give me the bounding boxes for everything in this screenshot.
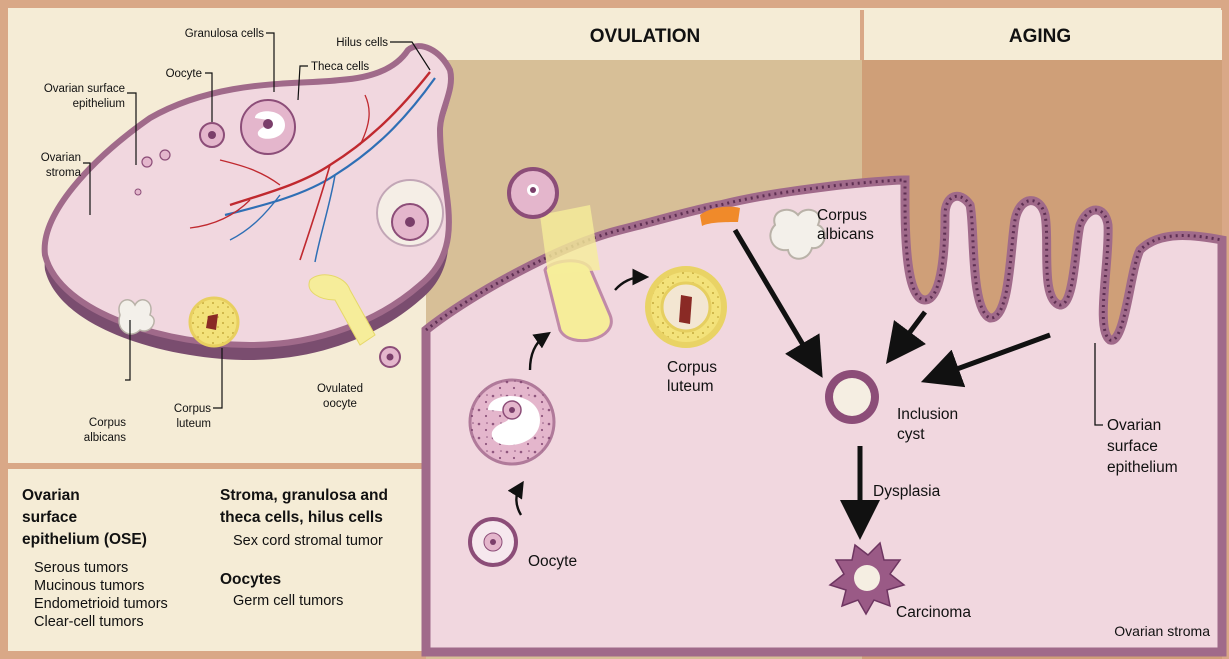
luteum-small-label-1: Corpus xyxy=(174,403,211,415)
inclusion-cyst xyxy=(825,370,879,424)
key-ose-item-3: Endometrioid tumors xyxy=(34,596,168,612)
stroma-small-label-1: Ovarian xyxy=(41,152,81,164)
luteum-small-label-2: luteum xyxy=(176,418,211,430)
ose-small-label-2: epithelium xyxy=(73,98,125,110)
aging-header: AGING xyxy=(1009,26,1071,47)
stroma-small-label-2: stroma xyxy=(46,167,82,179)
ose-main-label-1: Ovarian xyxy=(1107,417,1161,434)
ose-main-label-2: surface xyxy=(1107,438,1158,455)
key-ose-item-2: Mucinous tumors xyxy=(34,578,144,594)
key-ose-item-1: Serous tumors xyxy=(34,560,128,576)
hilus-cells-label: Hilus cells xyxy=(336,37,388,49)
albicans-small-label-1: Corpus xyxy=(89,417,126,429)
key-stromal-title-1: Stroma, granulosa and xyxy=(220,487,388,504)
corpus-albicans-label-1: Corpus xyxy=(817,207,867,224)
key-ose-item-4: Clear-cell tumors xyxy=(34,614,144,630)
key-ose-title-2: surface xyxy=(22,509,78,526)
ose-main-label-3: epithelium xyxy=(1107,459,1178,476)
ovulated-label-2: oocyte xyxy=(323,398,357,410)
dysplasia-label: Dysplasia xyxy=(873,483,941,500)
key-ose-title-1: Ovarian xyxy=(22,487,80,504)
corpus-luteum-main xyxy=(648,269,724,345)
carcinoma-label: Carcinoma xyxy=(896,604,971,621)
corpus-albicans-label-2: albicans xyxy=(817,226,874,243)
oocyte-cell xyxy=(470,519,516,565)
ovulated-label-1: Ovulated xyxy=(317,383,363,395)
theca-cells-label: Theca cells xyxy=(311,61,369,73)
oocyte-label: Oocyte xyxy=(528,553,577,570)
key-stromal-title-2: theca cells, hilus cells xyxy=(220,509,383,526)
corpus-luteum-label-2: luteum xyxy=(667,378,714,395)
key-oocytes-title: Oocytes xyxy=(220,571,281,588)
granulosa-cells-label: Granulosa cells xyxy=(185,28,265,40)
oocyte-small-label: Oocyte xyxy=(166,68,202,80)
inclusion-cyst-label-1: Inclusion xyxy=(897,406,958,423)
key-oocytes-item: Germ cell tumors xyxy=(233,593,343,609)
inclusion-cyst-label-2: cyst xyxy=(897,426,925,443)
albicans-small-label-2: albicans xyxy=(84,432,126,444)
key-ose-title-3: epithelium (OSE) xyxy=(22,531,147,548)
key-stromal-item: Sex cord stromal tumor xyxy=(233,533,383,549)
ovulation-header: OVULATION xyxy=(590,26,700,47)
growing-follicle xyxy=(470,380,554,464)
ose-small-label-1: Ovarian surface xyxy=(44,83,125,95)
ovarian-stroma-label: Ovarian stroma xyxy=(1114,623,1210,639)
corpus-luteum-label-1: Corpus xyxy=(667,359,717,376)
